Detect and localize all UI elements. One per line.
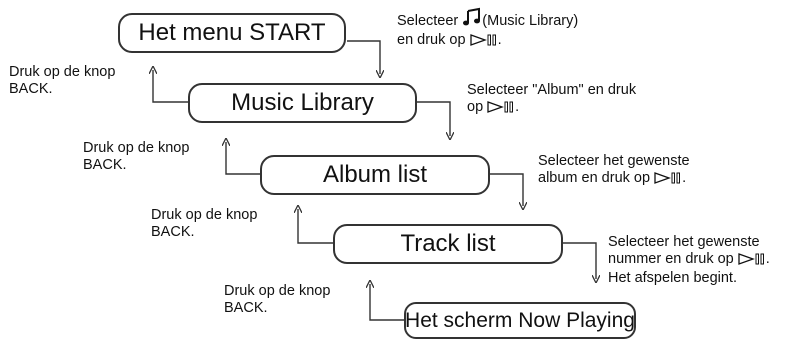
- back-note-4: Druk op de knop BACK.: [224, 283, 331, 316]
- box-label: Het menu START: [138, 19, 326, 46]
- box-album-list[interactable]: Album list: [260, 155, 490, 195]
- box-label: Het scherm Now Playing: [405, 308, 635, 332]
- back-note-2: Druk op de knop BACK.: [83, 140, 190, 173]
- box-het-scherm-now-playing[interactable]: Het scherm Now Playing: [404, 302, 636, 339]
- play-pause-icon: [469, 34, 498, 51]
- instruction-note-2: Selecteer "Album" en druk op .: [467, 82, 636, 118]
- play-pause-icon: [654, 172, 682, 189]
- arrow-library-to-album: [417, 101, 450, 136]
- arrow-start-to-library: [347, 40, 380, 74]
- back-note-1: Druk op de knop BACK.: [9, 64, 116, 97]
- arrow-back-library: [153, 70, 188, 103]
- arrow-track-to-nowplaying: [563, 242, 596, 279]
- box-label: Music Library: [231, 89, 374, 116]
- instruction-note-4: Selecteer het gewenste nummer en druk op…: [608, 234, 770, 286]
- arrow-back-track: [298, 209, 333, 244]
- back-note-3: Druk op de knop BACK.: [151, 207, 258, 240]
- arrow-back-nowplaying: [370, 284, 404, 321]
- play-pause-icon: [738, 253, 766, 270]
- music-note-icon: [462, 7, 482, 32]
- instruction-note-3: Selecteer het gewenste album en druk op …: [538, 153, 690, 189]
- play-pause-icon: [487, 101, 515, 118]
- arrow-album-to-track: [490, 173, 523, 206]
- instruction-note-1: Selecteer (Music Library) en druk op .: [397, 7, 578, 51]
- box-label: Album list: [322, 161, 428, 188]
- box-music-library[interactable]: Music Library: [188, 83, 417, 123]
- box-track-list[interactable]: Track list: [333, 224, 563, 264]
- arrow-back-album: [226, 142, 260, 175]
- box-het-menu-start[interactable]: Het menu START: [118, 13, 346, 53]
- box-label: Track list: [400, 230, 496, 257]
